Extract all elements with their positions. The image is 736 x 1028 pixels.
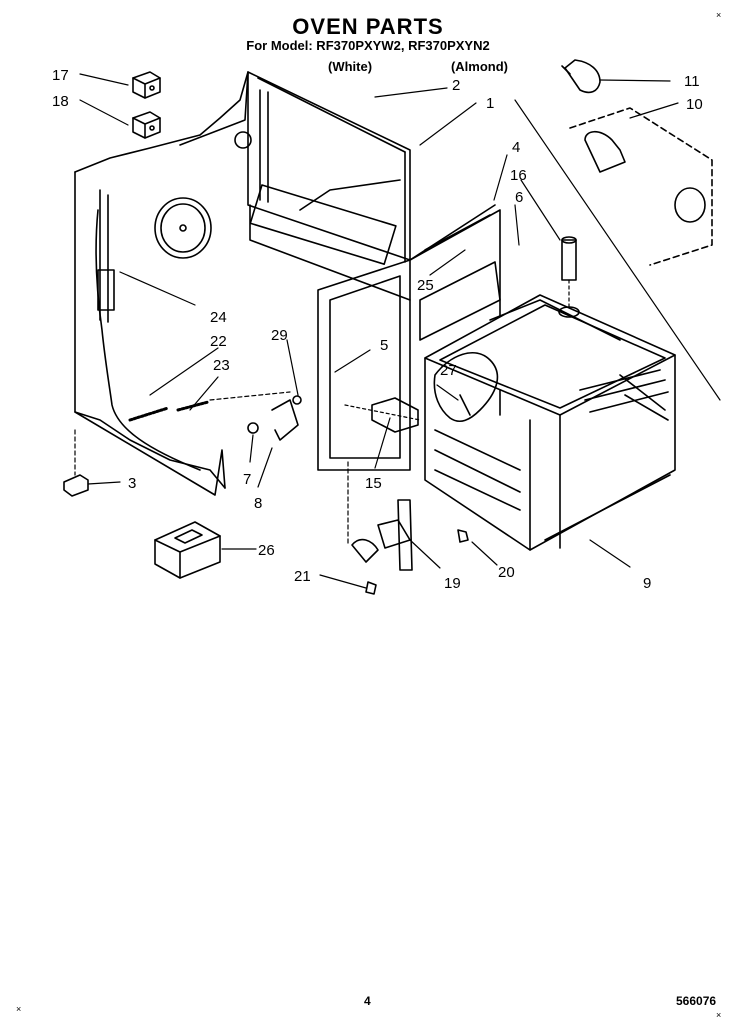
corner-mark-bottom-right: × xyxy=(716,1010,722,1020)
part-26-junction-box xyxy=(154,521,221,579)
callout-7: 7 xyxy=(243,471,251,488)
document-code: 566076 xyxy=(676,994,717,1008)
callout-15: 15 xyxy=(365,475,382,492)
part-7-nut xyxy=(247,422,259,434)
callout-1: 1 xyxy=(486,95,494,112)
callout-26: 26 xyxy=(258,542,275,559)
part-8-bracket xyxy=(271,399,299,441)
part-27-bake-element xyxy=(433,351,499,422)
callout-3: 3 xyxy=(128,475,136,492)
callout-20: 20 xyxy=(498,564,515,581)
callout-21: 21 xyxy=(294,568,311,585)
part-18-clip xyxy=(132,111,161,139)
callout-29: 29 xyxy=(271,327,288,344)
part-17-clip xyxy=(132,71,161,99)
page-number: 4 xyxy=(364,994,371,1008)
callout-11: 11 xyxy=(684,73,700,90)
part-20-screw xyxy=(457,529,469,543)
callout-numbers: 1 2 3 4 5 6 7 8 9 10 11 15 16 17 18 19 2… xyxy=(52,67,703,592)
part-10-light-socket xyxy=(569,107,713,266)
part-3-leveling-foot xyxy=(63,474,89,497)
part-9-oven-cavity xyxy=(424,294,676,551)
callout-25: 25 xyxy=(417,277,434,294)
callout-4: 4 xyxy=(512,139,520,156)
page-title: OVEN PARTS xyxy=(292,14,444,39)
callout-5: 5 xyxy=(380,337,388,354)
part-15-bracket xyxy=(371,397,419,433)
part-29-pin xyxy=(292,395,302,405)
callout-22: 22 xyxy=(210,333,227,350)
callout-16: 16 xyxy=(510,167,527,184)
part-24-side-panel xyxy=(74,71,249,496)
callout-23: 23 xyxy=(213,357,230,374)
callout-24: 24 xyxy=(210,309,227,326)
callout-19: 19 xyxy=(444,575,461,592)
part-22-spring xyxy=(128,406,170,422)
part-11-light-bulb xyxy=(561,59,601,94)
model-subtitle: For Model: RF370PXYW2, RF370PXYN2 xyxy=(246,38,490,53)
callout-18: 18 xyxy=(52,93,69,110)
corner-mark-bottom-left: × xyxy=(16,1004,22,1014)
callout-10: 10 xyxy=(686,96,703,113)
part-21-clip xyxy=(365,581,377,595)
leader-lines xyxy=(74,73,721,589)
callout-8: 8 xyxy=(254,495,262,512)
part-round-vent xyxy=(154,197,212,259)
corner-mark-top-right: × xyxy=(716,10,722,20)
callout-2: 2 xyxy=(452,77,460,94)
callout-6: 6 xyxy=(515,189,523,206)
callout-9: 9 xyxy=(643,575,651,592)
part-19-sensor-bracket xyxy=(351,499,413,571)
color-variants: (White) (Almond) xyxy=(328,59,508,74)
variant-white: (White) xyxy=(328,59,373,74)
variant-almond: (Almond) xyxy=(450,59,508,74)
callout-17: 17 xyxy=(52,67,69,84)
part-1-oven-back-panel xyxy=(179,71,411,301)
callout-27: 27 xyxy=(440,362,457,379)
